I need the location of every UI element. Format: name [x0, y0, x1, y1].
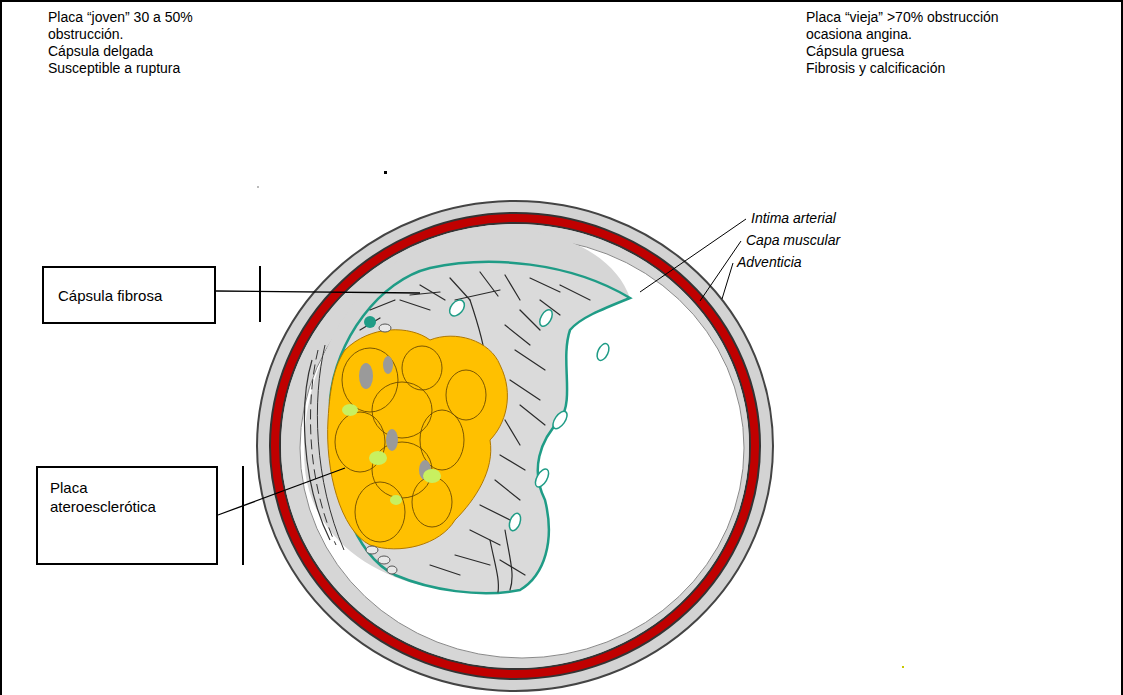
cholesterol-clefts	[537, 308, 555, 329]
label-box: Placa ateroesclerótica	[36, 466, 218, 565]
note: Cápsula delgada	[48, 43, 153, 60]
box-text: Placa ateroesclerótica	[50, 478, 175, 516]
leader-lines	[216, 219, 746, 565]
fibrous-strokes	[510, 380, 540, 400]
note: Fibrosis y calcificación	[806, 60, 945, 77]
wall-cells	[366, 546, 378, 554]
core-inclusions	[383, 356, 393, 374]
fibrous-strokes	[560, 285, 590, 300]
fibrous-strokes	[400, 300, 430, 310]
core-inclusions	[369, 451, 387, 465]
stray-marks	[902, 666, 904, 668]
layer-label: Capa muscular	[746, 232, 840, 249]
fibrous-strokes	[505, 530, 512, 590]
leader-lines	[259, 266, 261, 322]
fibrous-strokes	[430, 565, 460, 575]
note: Placa “vieja” >70% obstrucción ocasiona …	[806, 9, 1041, 43]
label-box: Cápsula fibrosa	[42, 266, 216, 324]
artery-wall	[275, 218, 755, 674]
lipid-core	[328, 330, 508, 549]
leader-lines	[722, 263, 733, 299]
fibrous-strokes	[500, 455, 525, 470]
fibrous-strokes	[520, 310, 540, 330]
leader-lines	[700, 241, 741, 301]
box-text: Cápsula fibrosa	[58, 286, 214, 305]
fibrous-strokes	[505, 275, 520, 300]
frame	[1121, 0, 1123, 695]
cholesterol-clefts	[550, 409, 570, 431]
leader-lines	[242, 466, 244, 565]
leader-lines	[218, 468, 345, 515]
fibrous-strokes	[490, 540, 498, 592]
wall-cells	[379, 324, 391, 332]
foam-cells	[355, 482, 405, 542]
core-inclusions	[342, 356, 441, 505]
frame	[0, 0, 2, 695]
foam-cells	[446, 370, 486, 420]
fibrous-strokes	[530, 278, 560, 292]
wall-cells	[387, 566, 397, 574]
core-inclusions	[390, 495, 402, 505]
foam-cells	[402, 346, 442, 390]
cholesterol-clefts	[507, 512, 523, 532]
stray-marks	[257, 186, 259, 188]
foam-cells	[342, 348, 398, 412]
fibrous-strokes	[480, 505, 510, 520]
fibrous-strokes	[450, 278, 470, 300]
fibrous-strokes	[370, 300, 395, 310]
frame	[0, 0, 1123, 2]
wall-cells	[378, 556, 390, 564]
fibrous-strokes	[495, 480, 520, 500]
layer-label: Adventicia	[737, 254, 802, 271]
foam-cells	[412, 477, 452, 527]
fibrous-strokes	[520, 405, 545, 425]
fibrous-strokes	[505, 420, 520, 445]
note: Susceptible a ruptura	[48, 60, 180, 77]
leader-lines	[216, 291, 420, 293]
artery-wall	[281, 224, 749, 668]
wall-cells	[364, 316, 397, 574]
core-inclusions	[423, 469, 441, 483]
core-inclusions	[342, 404, 358, 416]
plaque-base	[305, 360, 330, 540]
artery-wall	[257, 201, 773, 691]
fibrous-strokes	[470, 530, 500, 545]
wall-cells	[364, 316, 376, 328]
cholesterol-clefts	[533, 467, 552, 489]
leader-lines	[640, 219, 746, 292]
core-inclusions	[386, 429, 398, 451]
cholesterol-clefts	[595, 342, 612, 363]
layer-label: Intima arterial	[751, 210, 836, 227]
stray-marks	[257, 171, 904, 668]
fibrous-strokes	[505, 325, 530, 345]
note: Placa “joven” 30 a 50% obstrucción.	[48, 9, 233, 43]
artery-wall	[275, 218, 755, 674]
foam-cells	[372, 442, 432, 498]
fibrous-strokes	[455, 290, 500, 300]
cholesterol-clefts	[447, 297, 468, 319]
core-inclusions	[359, 363, 373, 389]
stray-marks	[384, 171, 387, 174]
fibrous-strokes	[515, 350, 545, 370]
artery-wall	[257, 201, 773, 691]
note: Cápsula gruesa	[806, 43, 904, 60]
lipid-core	[328, 330, 508, 549]
fibrous-strokes	[455, 555, 490, 565]
foam-cells	[335, 346, 486, 542]
